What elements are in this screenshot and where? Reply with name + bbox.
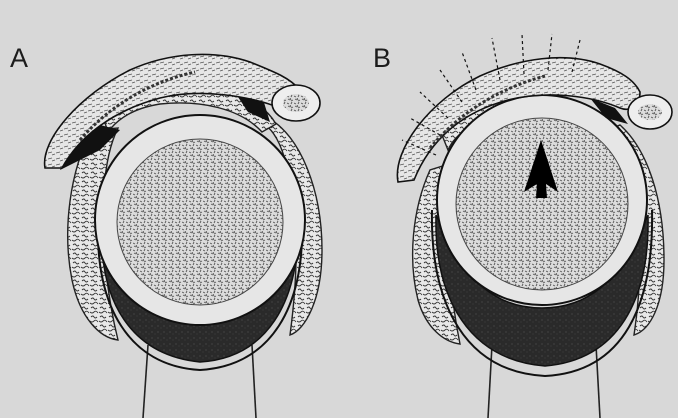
humeral-head xyxy=(117,139,283,305)
panel-a-diagram xyxy=(45,54,322,418)
panel-b-diagram xyxy=(397,34,672,418)
